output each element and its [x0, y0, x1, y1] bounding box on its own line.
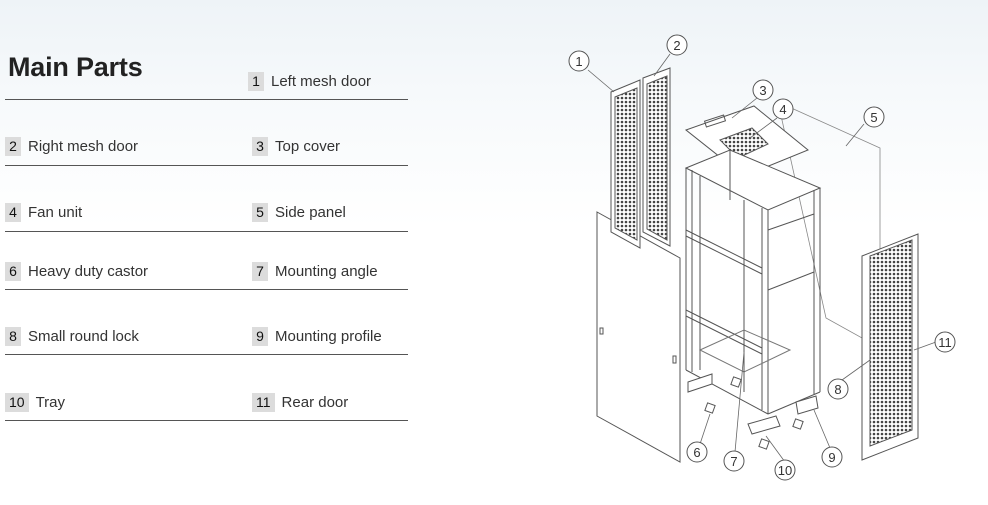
part-label: Small round lock [28, 327, 139, 345]
callout-2: 2 [666, 34, 688, 56]
part-number: 3 [252, 136, 268, 156]
part-number: 2 [5, 136, 21, 156]
part-label: Left mesh door [271, 72, 372, 90]
callout-10: 10 [774, 459, 796, 481]
part-item-7: 7 Mounting angle [252, 259, 378, 283]
svg-text:3: 3 [759, 83, 766, 98]
callout-group: 1 2 3 4 5 6 7 8 9 10 11 [568, 34, 956, 481]
part-label: Mounting angle [275, 262, 378, 280]
divider [5, 354, 408, 355]
part-number: 10 [5, 392, 29, 412]
part-item-9: 9 Mounting profile [252, 324, 382, 348]
leader-lines [587, 53, 937, 463]
callout-5: 5 [863, 106, 885, 128]
callout-8: 8 [827, 378, 849, 400]
callout-3: 3 [752, 79, 774, 101]
part-label: Top cover [275, 137, 341, 155]
svg-text:4: 4 [779, 102, 786, 117]
divider [5, 289, 408, 290]
part-number: 11 [252, 392, 275, 412]
svg-text:11: 11 [938, 335, 952, 350]
part-number: 8 [5, 326, 21, 346]
part-number: 1 [248, 71, 264, 91]
part-label: Mounting profile [275, 327, 382, 345]
part-number: 9 [252, 326, 268, 346]
part-item-4: 4 Fan unit [5, 200, 82, 224]
part-label: Heavy duty castor [28, 262, 149, 280]
svg-text:2: 2 [673, 38, 680, 53]
part-item-2: 2 Right mesh door [5, 134, 138, 158]
part-item-5: 5 Side panel [252, 200, 346, 224]
divider [5, 231, 408, 232]
part-item-6: 6 Heavy duty castor [5, 259, 148, 283]
cabinet-exploded-diagram: 1 2 3 4 5 6 7 8 9 10 11 [568, 34, 956, 481]
part-item-10: 10 Tray [5, 390, 65, 414]
part-number: 4 [5, 202, 21, 222]
svg-text:7: 7 [730, 454, 737, 469]
svg-text:6: 6 [693, 445, 700, 460]
part-number: 6 [5, 261, 21, 281]
callout-9: 9 [821, 446, 843, 468]
part-item-8: 8 Small round lock [5, 324, 139, 348]
tray-castor-shapes [687, 373, 819, 450]
left-door-shape [596, 211, 681, 463]
svg-text:9: 9 [828, 450, 835, 465]
part-item-11: 11 Rear door [252, 390, 348, 414]
part-label: Rear door [281, 393, 349, 411]
callout-6: 6 [686, 441, 708, 463]
svg-text:5: 5 [870, 110, 877, 125]
divider [5, 420, 408, 421]
divider [5, 99, 408, 100]
callout-1: 1 [568, 50, 590, 72]
cabinet-frame-shape [684, 149, 822, 415]
svg-text:8: 8 [834, 382, 841, 397]
callout-7: 7 [723, 450, 745, 472]
part-label: Tray [35, 393, 66, 411]
callout-11: 11 [934, 331, 956, 353]
part-label: Right mesh door [28, 137, 139, 155]
part-item-1: 1 Left mesh door [248, 69, 371, 93]
part-label: Side panel [275, 203, 346, 221]
part-number: 7 [252, 261, 268, 281]
part-item-3: 3 Top cover [252, 134, 340, 158]
divider [5, 165, 408, 166]
right-mesh-door-shape [642, 67, 671, 247]
part-number: 5 [252, 202, 268, 222]
part-label: Fan unit [28, 203, 83, 221]
page-title: Main Parts [8, 52, 143, 82]
svg-text:10: 10 [778, 463, 792, 478]
svg-text:1: 1 [575, 54, 582, 69]
rear-door-shape [861, 233, 919, 461]
callout-4: 4 [772, 98, 794, 120]
left-mesh-door-shape [610, 79, 641, 249]
